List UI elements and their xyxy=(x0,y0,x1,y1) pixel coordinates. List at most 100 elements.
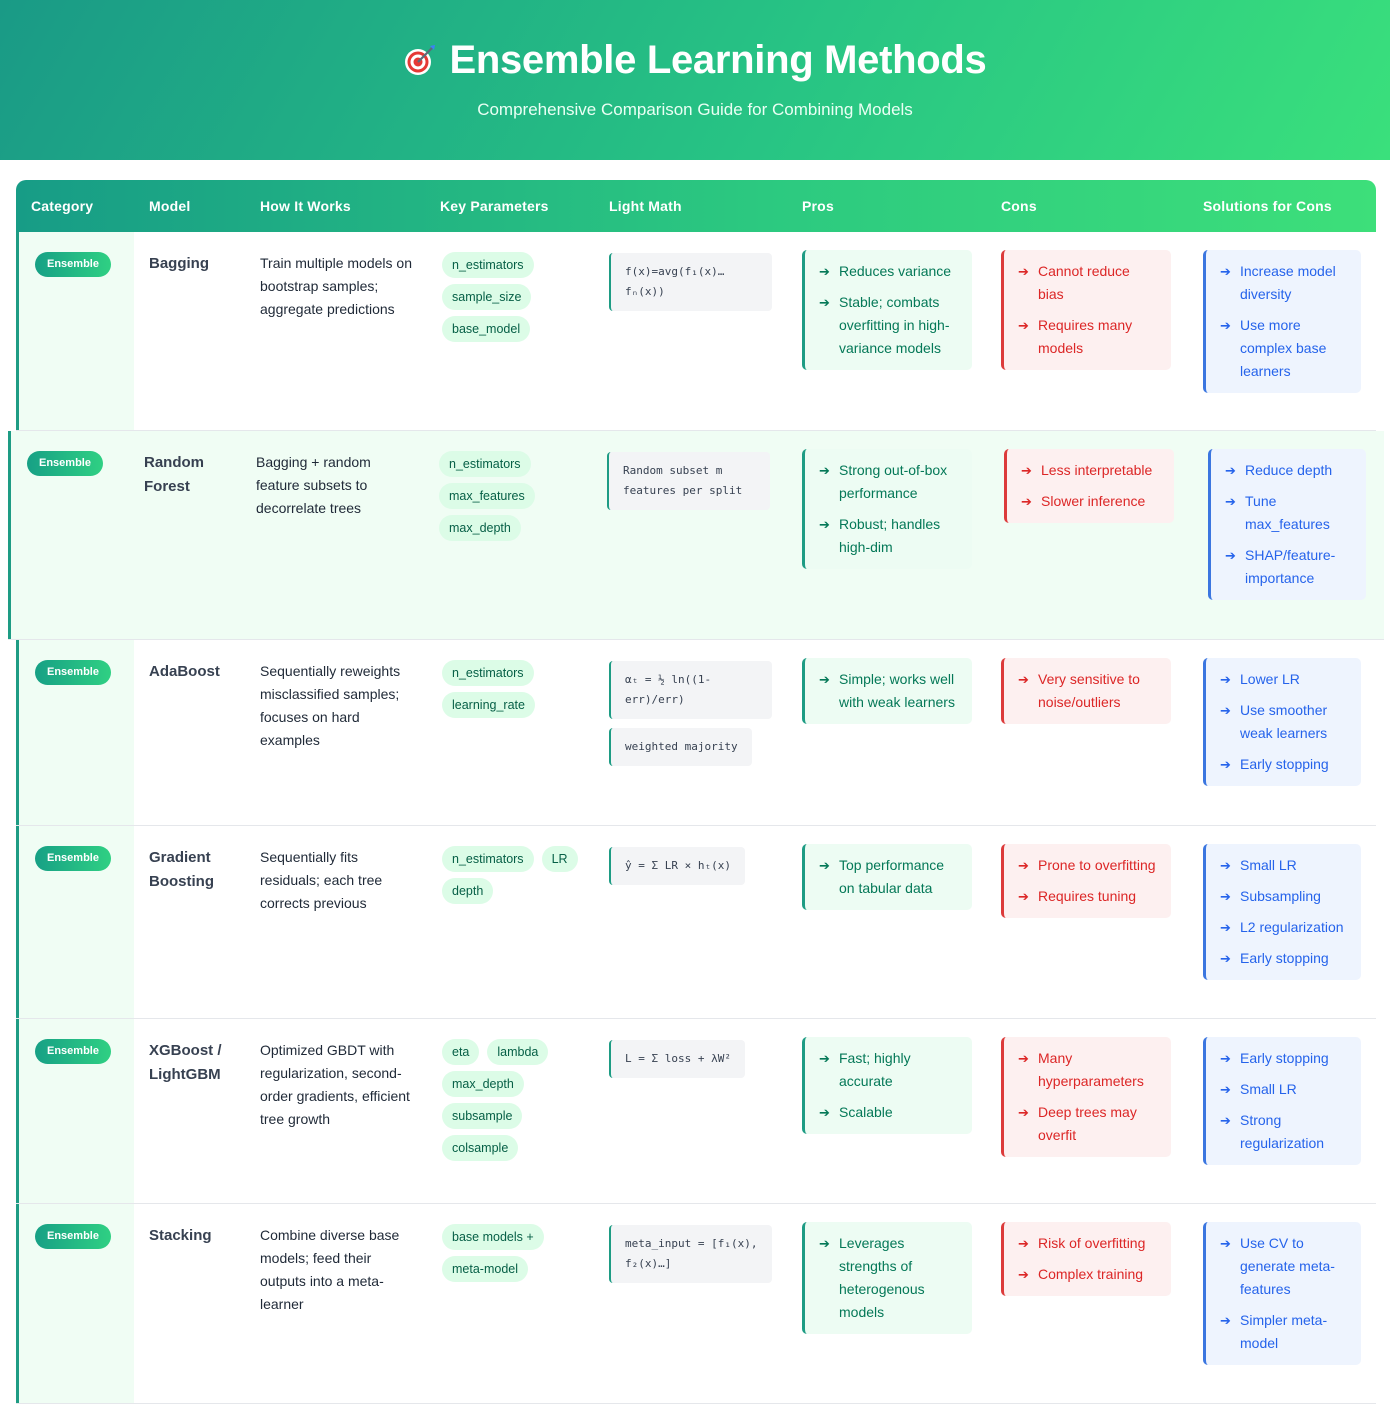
arrow-right-icon: ➔ xyxy=(819,463,830,478)
how-it-works-text: Optimized GBDT with regularization, seco… xyxy=(260,1042,410,1127)
sol-item-text: Subsampling xyxy=(1240,888,1321,904)
sol-item-text: Strong regularization xyxy=(1240,1112,1325,1151)
sol-item-text: Small LR xyxy=(1240,1081,1297,1097)
cons-item-text: Slower inference xyxy=(1041,493,1146,509)
pros-item-text: Scalable xyxy=(839,1104,893,1120)
pros-item-text: Top performance on tabular data xyxy=(839,857,945,896)
math-formula: ŷ = Σ LR × hₜ(x) xyxy=(609,847,745,885)
sol-item: ➔Strong regularization xyxy=(1220,1109,1349,1155)
cons-item-text: Deep trees may overfit xyxy=(1038,1104,1137,1143)
sol-item: ➔Reduce depth xyxy=(1225,459,1354,482)
pros-item-text: Leverages strengths of heterogenous mode… xyxy=(839,1235,925,1320)
parameter-chip: max_features xyxy=(439,483,535,509)
category-badge: Ensemble xyxy=(35,1224,111,1249)
category-badge: Ensemble xyxy=(35,252,111,277)
arrow-right-icon: ➔ xyxy=(1018,889,1029,904)
arrow-right-icon: ➔ xyxy=(819,1236,830,1251)
arrow-right-icon: ➔ xyxy=(1225,463,1236,478)
row-accent-bar xyxy=(16,826,19,1018)
arrow-right-icon: ➔ xyxy=(1220,858,1231,873)
cons-box: ➔Very sensitive to noise/outliers xyxy=(1001,658,1171,724)
sol-box: ➔ Use CV to generate meta-features ➔Simple… xyxy=(1203,1222,1361,1365)
pros-item: ➔ Leverages strengths of heterogenous mod… xyxy=(819,1232,960,1324)
arrow-right-icon: ➔ xyxy=(1220,1313,1231,1328)
model-name: Gradient Boosting xyxy=(149,849,214,890)
row-accent-bar xyxy=(16,232,19,430)
sol-item: ➔Use more complex base learners xyxy=(1220,314,1349,383)
arrow-right-icon: ➔ xyxy=(1225,494,1236,509)
arrow-right-icon: ➔ xyxy=(819,858,830,873)
parameter-chip: max_depth xyxy=(442,1071,524,1097)
arrow-right-icon: ➔ xyxy=(1220,889,1231,904)
pros-box: ➔Reduces variance➔ Stable; combats overfi… xyxy=(802,250,972,370)
sol-item: ➔Simpler meta-model xyxy=(1220,1309,1349,1355)
math-formula: meta_input = [f₁(x), f₂(x)…] xyxy=(609,1225,772,1283)
how-it-works-text: Sequentially reweights misclassified sam… xyxy=(260,663,401,748)
how-it-works-text: Combine diverse base models; feed their … xyxy=(260,1227,400,1312)
cons-item: ➔Less interpretable xyxy=(1021,459,1162,482)
table-header: Category Model How It Works Key Paramete… xyxy=(16,180,1376,232)
key-parameters: base models +meta-model xyxy=(442,1224,592,1282)
arrow-right-icon: ➔ xyxy=(1018,1267,1029,1282)
pros-item: ➔ Top performance on tabular data xyxy=(819,854,960,900)
parameter-chip: n_estimators xyxy=(442,660,534,686)
sol-item-text: L2 regularization xyxy=(1240,919,1344,935)
comparison-table: Category Model How It Works Key Paramete… xyxy=(8,180,1384,1404)
arrow-right-icon: ➔ xyxy=(1220,672,1231,687)
arrow-right-icon: ➔ xyxy=(1220,1051,1231,1066)
sol-item: ➔Lower LR xyxy=(1220,668,1349,691)
row-accent-bar xyxy=(16,1204,19,1403)
category-badge: Ensemble xyxy=(35,1039,111,1064)
parameter-chip: n_estimators xyxy=(442,846,534,872)
arrow-right-icon: ➔ xyxy=(1018,264,1029,279)
pros-item-text: Robust; handles high-dim xyxy=(839,516,941,555)
pros-item: ➔Reduces variance xyxy=(819,260,960,283)
arrow-right-icon: ➔ xyxy=(1021,463,1032,478)
sol-item: ➔Tune max_features xyxy=(1225,490,1354,536)
sol-box: ➔Increase model diversity➔Use more compl… xyxy=(1203,250,1361,393)
arrow-right-icon: ➔ xyxy=(819,1051,830,1066)
pros-box: ➔ Fast; highly accurate ➔ Scalable xyxy=(802,1037,972,1134)
cons-item-text: Many hyperparameters xyxy=(1038,1050,1144,1089)
model-name: Bagging xyxy=(149,255,209,272)
pros-item-text: Stable; combats overfitting in high-vari… xyxy=(839,294,950,356)
arrow-right-icon: ➔ xyxy=(819,1105,830,1120)
parameter-chip: lambda xyxy=(487,1039,549,1065)
cons-item: ➔ Cannot reduce bias xyxy=(1018,260,1159,306)
column-header-key-parameters: Key Parameters xyxy=(440,198,549,214)
cons-box: ➔Prone to overfitting➔Requires tuning xyxy=(1001,844,1171,918)
sol-item-text: Use CV to generate meta-features xyxy=(1240,1235,1335,1297)
cons-item-text: Very sensitive to noise/outliers xyxy=(1038,671,1140,710)
cons-item-text: Complex training xyxy=(1038,1266,1144,1282)
light-math: L = Σ loss + λW² xyxy=(609,1040,772,1087)
light-math: f(x)=avg(f₁(x)… fₙ(x)) xyxy=(609,253,772,320)
arrow-right-icon: ➔ xyxy=(1220,703,1231,718)
arrow-right-icon: ➔ xyxy=(819,264,830,279)
pros-item: ➔Robust; handles high-dim xyxy=(819,513,960,559)
pros-item: ➔ Fast; highly accurate xyxy=(819,1047,960,1093)
category-badge: Ensemble xyxy=(35,660,111,685)
cons-item-text: Cannot reduce bias xyxy=(1038,263,1130,302)
cons-item: ➔Requires many models xyxy=(1018,314,1159,360)
sol-item-text: Use more complex base learners xyxy=(1240,317,1327,379)
arrow-right-icon: ➔ xyxy=(819,672,830,687)
column-header-how-it-works: How It Works xyxy=(260,198,351,214)
arrow-right-icon: ➔ xyxy=(1018,1051,1029,1066)
math-formula: weighted majority xyxy=(609,728,752,766)
pros-item-text: Simple; works well with weak learners xyxy=(839,671,955,710)
arrow-right-icon: ➔ xyxy=(1220,920,1231,935)
cons-item-text: Requires tuning xyxy=(1038,888,1137,904)
pros-item-text: Fast; highly accurate xyxy=(839,1050,911,1089)
column-header-cons: Cons xyxy=(1001,198,1037,214)
parameter-chip: max_depth xyxy=(439,515,521,541)
parameter-chip: LR xyxy=(541,846,578,872)
light-math: meta_input = [f₁(x), f₂(x)…] xyxy=(609,1225,772,1292)
arrow-right-icon: ➔ xyxy=(1220,951,1231,966)
model-name: AdaBoost xyxy=(149,663,220,680)
cons-item-text: Risk of overfitting xyxy=(1038,1235,1146,1251)
arrow-right-icon: ➔ xyxy=(1021,494,1032,509)
cons-box: ➔Less interpretable➔Slower inference xyxy=(1004,449,1174,523)
sol-box: ➔Small LR➔Subsampling➔L2 regularization➔… xyxy=(1203,844,1361,980)
